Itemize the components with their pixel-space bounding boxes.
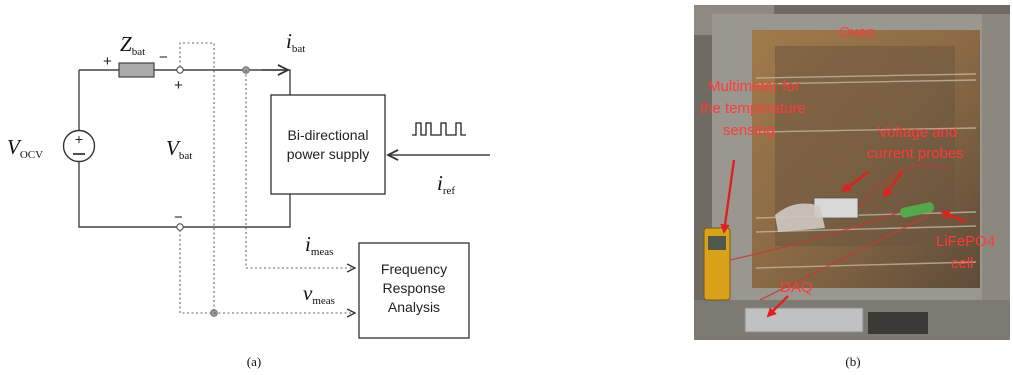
dotted-imeas (245, 70, 355, 268)
wire-bottom (78, 161, 291, 228)
lifepo4-cell (900, 202, 934, 218)
vmeas-label: vmeas (303, 281, 335, 307)
voltage-source-icon: + (62, 129, 96, 163)
fra-line1: Frequency (381, 261, 447, 277)
arrow-probes-right (882, 171, 903, 198)
label-oven: Oven (839, 24, 875, 41)
dotted-vbat-loop (179, 42, 215, 313)
circuit-diagram: + Bi-directional power supply Frequency … (7, 29, 490, 369)
zbat-plus-sign: + (103, 53, 112, 70)
imeas-label: imeas (305, 232, 333, 258)
terminal-positive (176, 66, 184, 74)
arrow-multimeter (720, 159, 736, 234)
power-supply-box (270, 94, 386, 195)
cables (729, 164, 949, 301)
terminal-minus-sign: − (174, 209, 183, 226)
fra-line2: Response (382, 280, 445, 296)
terminal-plus-sign: + (174, 77, 183, 94)
daq-unit (744, 307, 864, 333)
label-multimeter-1: Multimeter for (708, 78, 800, 95)
dark-box (868, 312, 928, 334)
vocv-label: VOCV (7, 135, 43, 161)
zbat-minus-sign: − (159, 49, 168, 66)
label-cell-1: LiFePO4 (936, 233, 995, 250)
label-probes-1: Voltage and (878, 124, 957, 141)
power-supply-line2: power supply (287, 146, 370, 162)
svg-text:+: + (75, 131, 83, 147)
arrow-cell (940, 210, 967, 224)
fra-box (358, 242, 470, 339)
dotted-vmeas (179, 230, 355, 313)
label-multimeter-2: the temperature (700, 100, 806, 117)
wire-top (79, 69, 291, 95)
multimeter-screen (708, 236, 726, 250)
label-daq: DAQ (780, 279, 813, 296)
power-supply-line1: Bi-directional (288, 127, 369, 143)
caption-b: (b) (845, 354, 860, 369)
arrow-daq (766, 295, 789, 318)
impedance-zbat (118, 62, 155, 78)
ibat-label: ibat (286, 29, 305, 55)
caption-a: (a) (247, 354, 261, 369)
fra-line3: Analysis (388, 299, 440, 315)
label-multimeter-3: sensing (723, 122, 775, 139)
label-probes-2: current probes (867, 145, 964, 162)
label-cell-2: cell (951, 255, 974, 272)
lab-photo: Oven Multimeter for the temperature sens… (694, 5, 1010, 369)
zbat-label: Zbat (120, 32, 145, 58)
arrow-probes-left (841, 171, 869, 193)
oven-door-edge (982, 14, 1010, 308)
vbat-label: Vbat (166, 136, 192, 162)
square-wave-icon (412, 122, 466, 136)
iref-label: iref (437, 171, 455, 197)
towel (775, 203, 825, 232)
